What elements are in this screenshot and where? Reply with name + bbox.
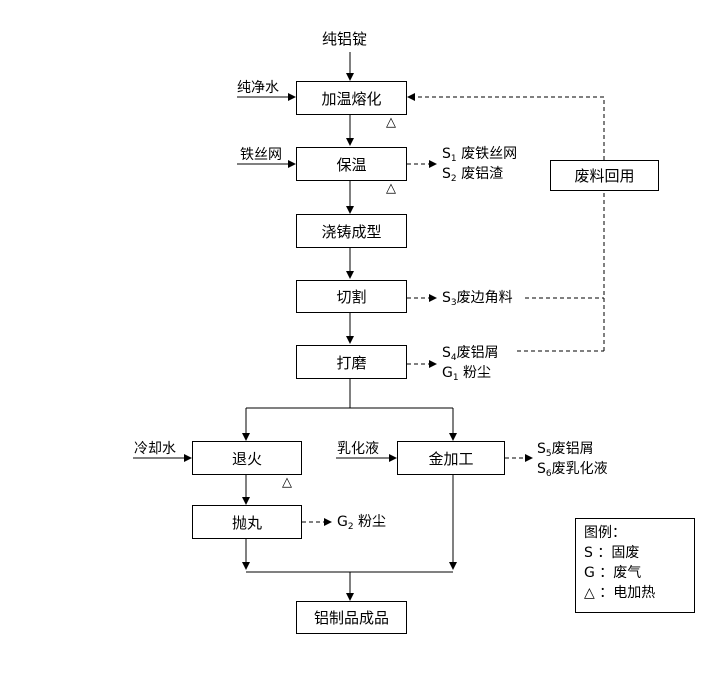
step-shot-blast: 抛丸: [192, 505, 302, 539]
heat-symbol-hold: △: [386, 181, 396, 196]
step-machining: 金加工: [397, 441, 505, 475]
legend-item-exhaust: G ：废气: [584, 565, 642, 581]
output-g1: G1 粉尘: [442, 365, 492, 383]
output-s1: S1 废铁丝网: [442, 146, 518, 164]
output-s2: S2 废铝渣: [442, 166, 504, 184]
output-s3: S3废边角料: [442, 290, 513, 308]
legend-item-solid-waste: S ：固废: [584, 545, 640, 561]
input-pure-water: 纯净水: [237, 80, 279, 96]
input-cooling-water: 冷却水: [134, 441, 176, 457]
step-cut: 切割: [296, 280, 407, 313]
output-g2: G2 粉尘: [337, 514, 387, 532]
legend-title: 图例：: [584, 525, 626, 541]
step-final-product: 铝制品成品: [296, 601, 407, 634]
step-cast: 浇铸成型: [296, 214, 407, 248]
input-iron-wire-mesh: 铁丝网: [240, 147, 282, 163]
step-hold: 保温: [296, 147, 407, 181]
output-s4: S4废铝屑: [442, 345, 499, 363]
step-anneal: 退火: [192, 441, 302, 475]
step-recycle: 废料回用: [550, 160, 659, 191]
input-aluminum-ingot: 纯铝锭: [322, 30, 368, 48]
step-melt: 加温熔化: [296, 81, 407, 115]
legend-item-electric-heat: △ ：电加热: [584, 585, 656, 601]
input-emulsion: 乳化液: [337, 441, 379, 457]
output-s6: S6废乳化液: [537, 461, 608, 479]
heat-symbol-melt: △: [386, 115, 396, 130]
legend: 图例： S ：固废 G ：废气 △ ：电加热: [575, 518, 695, 613]
step-grind: 打磨: [296, 345, 407, 379]
output-s5: S5废铝屑: [537, 441, 594, 459]
heat-symbol-anneal: △: [282, 475, 292, 490]
